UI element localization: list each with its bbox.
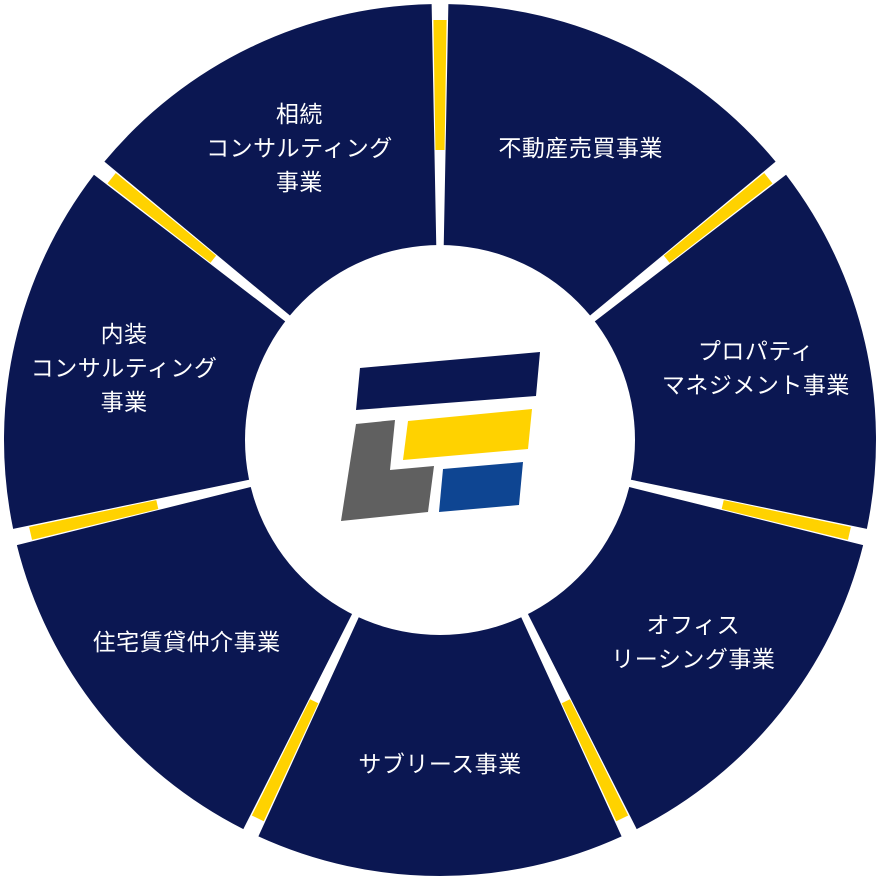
logo-top-bar [356,352,540,410]
segment-label-line: 相続 [276,102,323,128]
accent-layer [29,20,851,822]
segment-label-interior-consulting: 内装コンサルティング事業 [31,322,218,416]
segment-label-line: プロパティ [698,339,814,365]
segment-residential-leasing-brokerage [16,486,354,830]
divider-accent [433,20,447,151]
segment-label-inheritance-consulting: 相続コンサルティング事業 [206,102,393,196]
divider-accent [721,500,851,540]
segment-label-sublease: サブリース事業 [358,752,521,778]
divider-accent [29,500,159,540]
segment-office-leasing [526,486,864,830]
divider-accent [107,173,217,263]
segment-label-line: 事業 [276,170,323,196]
segment-layer [4,4,876,876]
segment-label-line: オフィス [647,613,741,639]
segment-sublease [258,614,622,876]
segment-label-line: 住宅賃貸仲介事業 [93,630,281,656]
divider-accent [663,173,773,263]
company-logo-icon [341,352,540,521]
segment-label-line: サブリース事業 [358,752,521,778]
segment-label-line: 不動産売買事業 [498,136,663,162]
segment-label-line: リーシング事業 [611,647,775,673]
segment-label-property-management: プロパティマネジメント事業 [662,339,850,399]
segment-label-residential-leasing-brokerage: 住宅賃貸仲介事業 [93,630,281,656]
segment-label-office-leasing: オフィスリーシング事業 [611,613,775,673]
segment-label-line: マネジメント事業 [662,373,850,399]
segment-label-real-estate-trading: 不動産売買事業 [498,136,663,162]
divider-accent [561,699,629,822]
logo-blue-block [439,462,523,512]
divider-accent [251,699,319,822]
segment-label-line: 内装 [101,322,148,348]
logo-yellow-bar [403,409,532,460]
segment-inheritance-consulting [104,4,437,318]
segment-real-estate-trading [443,4,776,318]
segment-interior-consulting [4,174,288,529]
segment-label-line: コンサルティング [206,136,393,162]
segment-label-line: コンサルティング [31,356,218,382]
logo-gray-block [341,420,434,521]
segment-property-management [592,174,876,529]
segment-label-line: 事業 [101,390,148,416]
